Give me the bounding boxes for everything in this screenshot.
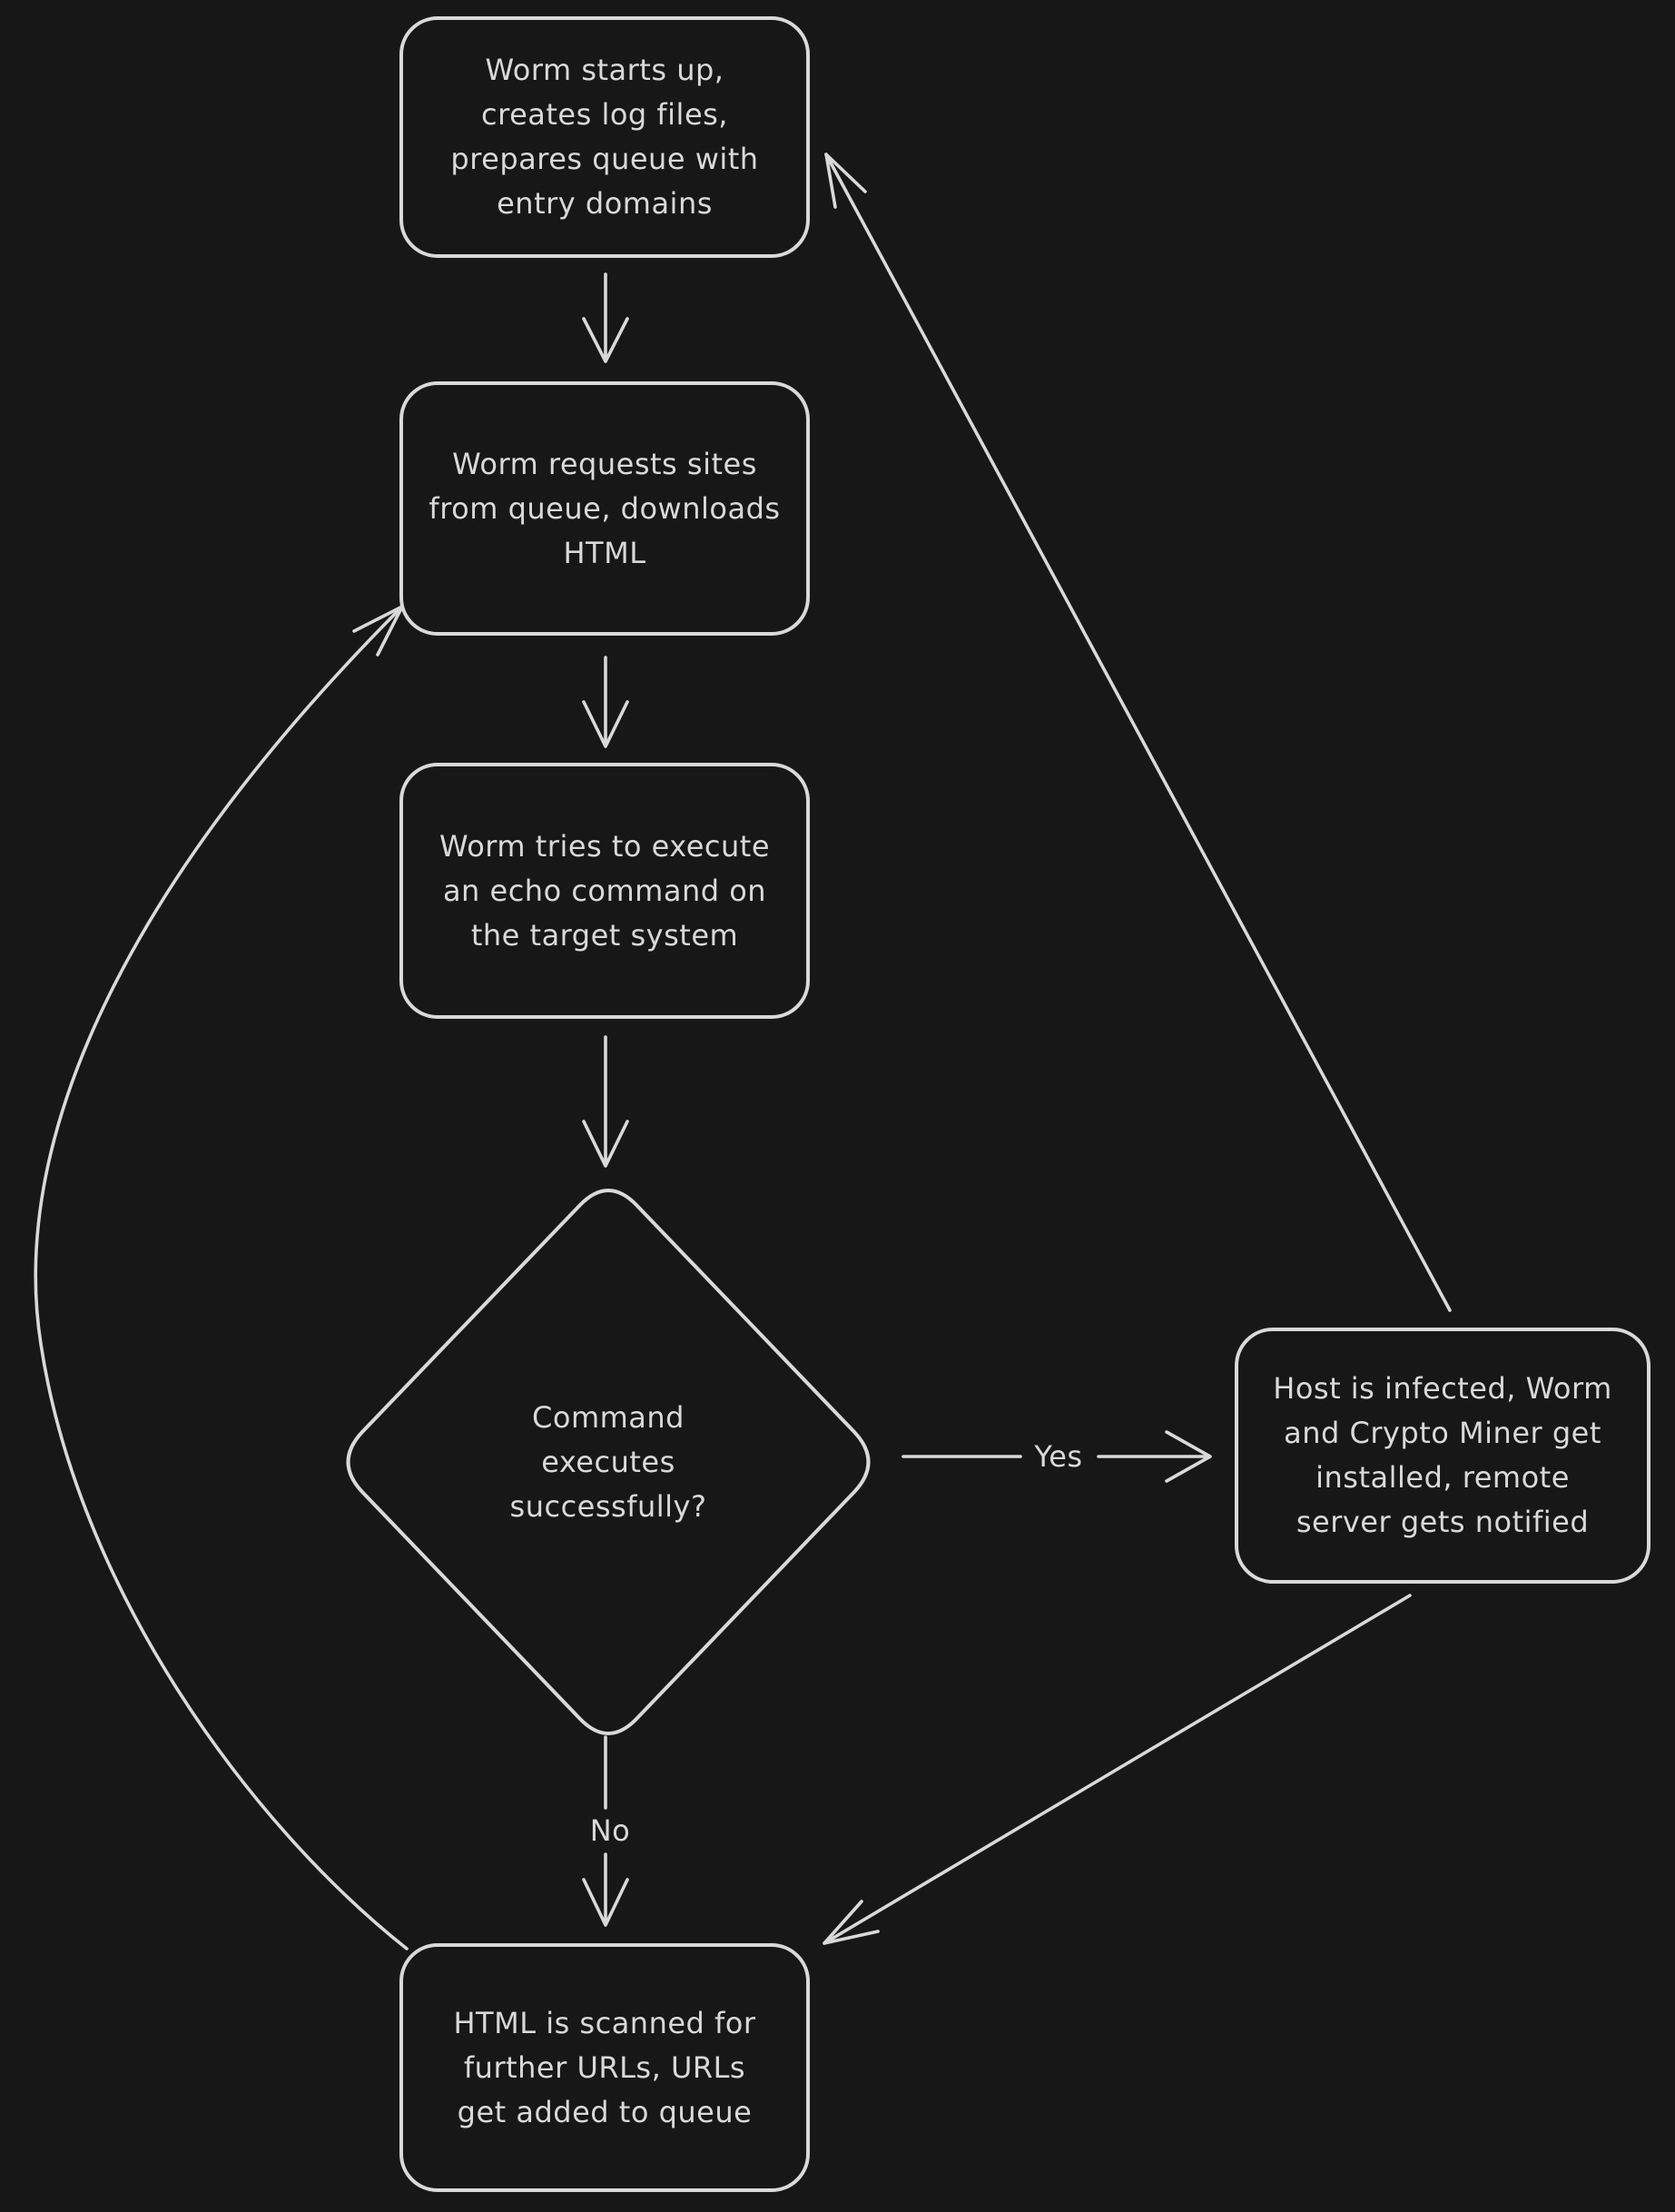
node-text-line: from queue, downloads — [429, 490, 781, 526]
node-text-line: Worm requests sites — [452, 446, 757, 481]
node-text-line: Worm starts up, — [485, 53, 724, 87]
edge-execute-to-decision-arrowhead-icon — [582, 1120, 629, 1168]
node-text-line: get added to queue — [457, 2094, 753, 2129]
node-text-line: prepares queue with — [450, 142, 759, 176]
node-text-line: and Crypto Miner get — [1284, 1416, 1601, 1450]
edge-infected-to-start-arrowhead-icon — [824, 153, 867, 209]
edge-decision-to-infected-arrowhead-icon — [1165, 1430, 1212, 1483]
node-worm-startup: Worm starts up, creates log files, prepa… — [399, 16, 810, 258]
edge-infected-to-start-line — [824, 153, 1452, 1312]
edge-request-to-execute-arrowhead-icon — [582, 700, 629, 748]
node-text-line: Host is infected, Worm — [1273, 1371, 1612, 1406]
node-text-line: the target system — [470, 917, 739, 953]
node-text-line: Worm tries to execute — [438, 828, 771, 864]
node-text-line: HTML is scanned for — [453, 2005, 756, 2040]
node-text-line: installed, remote — [1315, 1460, 1570, 1495]
node-text-line: entry domains — [497, 186, 713, 221]
node-worm-requests-sites: Worm requests sites from queue, download… — [399, 381, 810, 636]
edge-decision-to-scan-arrowhead-icon — [582, 1878, 629, 1927]
node-host-infected: Host is infected, Worm and Crypto Miner … — [1235, 1328, 1650, 1584]
node-text-line: creates log files, — [481, 97, 728, 132]
node-worm-executes-echo: Worm tries to execute an echo command on… — [399, 763, 810, 1019]
node-text-line: an echo command on — [442, 873, 767, 908]
decision-diamond-shape — [346, 1189, 871, 1735]
node-text-line: further URLs, URLs — [463, 2049, 746, 2085]
edge-label-yes: Yes — [1022, 1436, 1095, 1477]
edge-infected-to-scan-line — [823, 1594, 1412, 1945]
edge-start-to-request-arrowhead-icon — [582, 317, 629, 363]
edge-scan-to-request-curve — [34, 605, 409, 1950]
node-text-line: HTML — [563, 535, 646, 570]
edge-label-no: No — [574, 1810, 646, 1852]
edge-infected-to-scan-arrowhead-icon — [823, 1900, 880, 1945]
node-html-scanned: HTML is scanned for further URLs, URLs g… — [399, 1943, 810, 2192]
node-text-line: server gets notified — [1296, 1505, 1590, 1539]
